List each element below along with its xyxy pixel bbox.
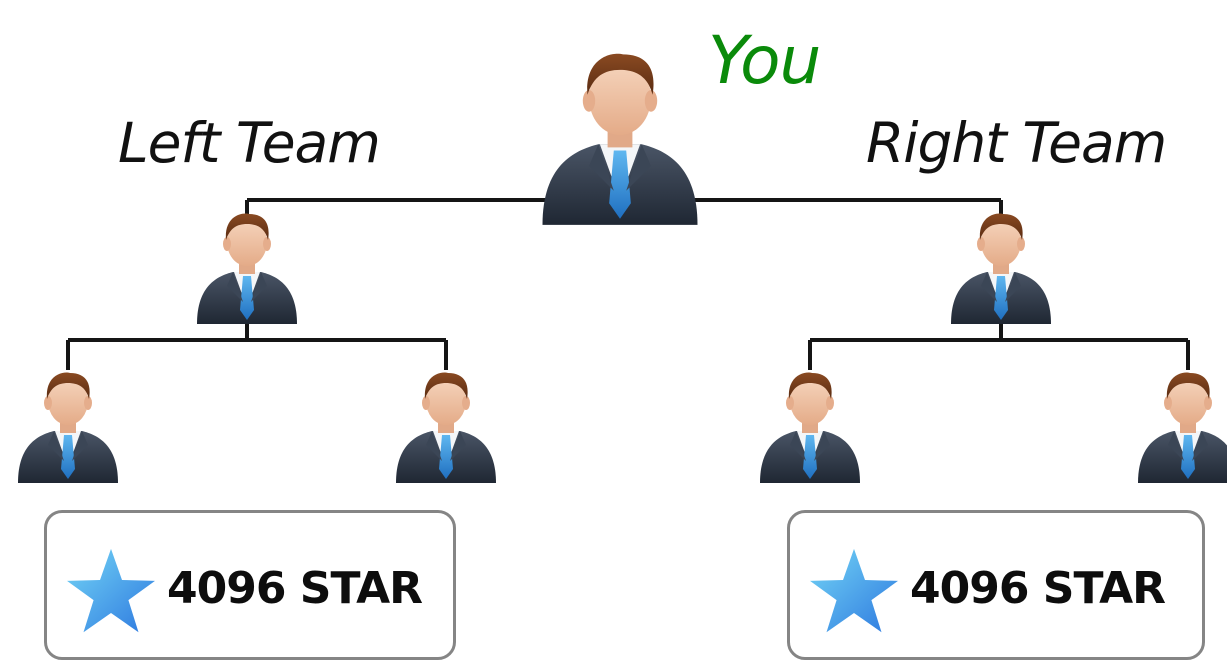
left-team-label: Left Team (118, 111, 381, 175)
star-icon (67, 548, 155, 633)
person-icon-right-left-member (760, 372, 860, 483)
person-icon-left-left-member (18, 372, 118, 483)
person-icon-right-right-member (1138, 372, 1227, 483)
person-icon-left-right-member (396, 372, 496, 483)
person-icon-right-team-member (951, 213, 1051, 324)
left-team-star-summary: 4096 STAR (44, 510, 456, 660)
person-icon-left-team-member (197, 213, 297, 324)
star-icon (810, 548, 898, 633)
left-team-star-count: 4096 STAR (167, 563, 423, 614)
person-icon-you (542, 53, 698, 225)
right-team-star-summary: 4096 STAR (787, 510, 1205, 660)
connector-lines (66, 182, 1190, 370)
right-team-star-count: 4096 STAR (910, 563, 1166, 614)
you-label: You (708, 22, 821, 99)
right-team-label: Right Team (866, 111, 1167, 175)
